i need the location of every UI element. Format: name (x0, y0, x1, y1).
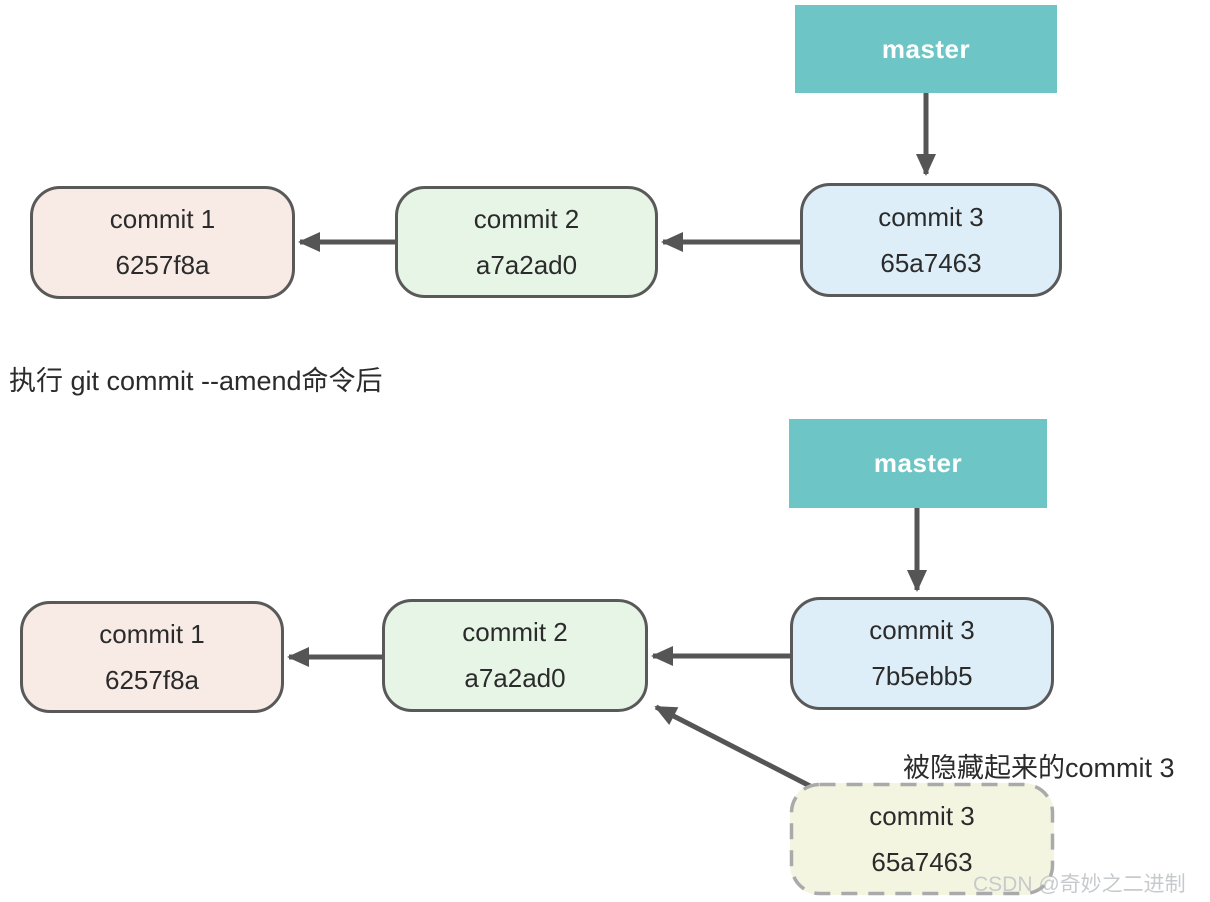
commit-hash: a7a2ad0 (464, 663, 566, 693)
commit-hash: 65a7463 (880, 247, 982, 278)
commit-title: commit 1 (109, 204, 216, 235)
branch-label-master-before: master (795, 5, 1057, 93)
commit-title: commit 3 (878, 201, 984, 232)
commit-hash: 6257f8a (115, 250, 210, 280)
commit-hash: a7a2ad0 (475, 249, 578, 280)
commit-title: commit 1 (99, 618, 205, 649)
commit-title: commit 2 (473, 203, 580, 234)
commit-node-3-after: commit 3 7b5ebb5 (790, 597, 1054, 710)
commit-hash: 65a7463 (871, 846, 973, 877)
commit-hash: 6257f8a (105, 664, 199, 695)
hidden-commit-annotation: 被隐藏起来的commit 3 (903, 753, 1175, 783)
caption-amend-command: 执行 git commit --amend命令后 (9, 366, 383, 396)
commit-title: commit 2 (462, 617, 568, 648)
commit-node-1-before: commit 1 6257f8a (30, 186, 295, 299)
branch-label-master-after: master (789, 419, 1047, 508)
commit-node-2-before: commit 2 a7a2ad0 (395, 186, 658, 298)
commit-title: commit 3 (869, 615, 975, 646)
commit-node-1-after: commit 1 6257f8a (20, 601, 284, 713)
commit-node-2-after: commit 2 a7a2ad0 (382, 599, 648, 712)
commit-title: commit 3 (869, 800, 975, 831)
commit-hash: 7b5ebb5 (871, 661, 973, 691)
watermark: CSDN @奇妙之二进制 (973, 873, 1186, 896)
arrow-hidden-commit3-to-commit2 (654, 704, 812, 789)
commit-node-3-before: commit 3 65a7463 (800, 183, 1062, 297)
